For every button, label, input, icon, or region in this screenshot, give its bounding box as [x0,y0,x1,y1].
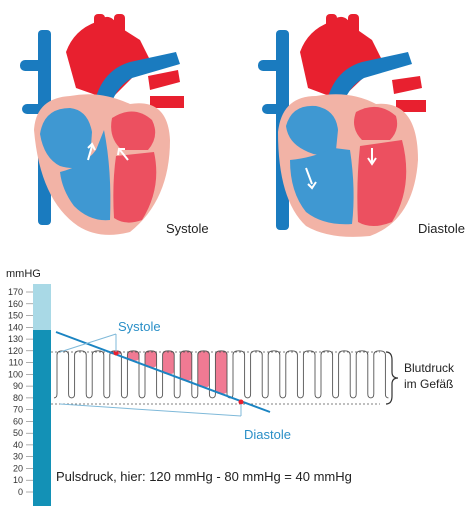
pulmonary-artery [92,52,180,122]
tick-label: 100 [8,369,23,379]
pressure-above-trend-fill [145,350,157,368]
left-ventricle [113,152,157,223]
range-bracket [385,351,399,405]
systole-callout-label: Systole [118,319,161,334]
pressure-wave-loop [177,350,195,399]
right-atrium [286,105,338,155]
tick-label: 170 [8,287,23,297]
systole-callout-line [59,333,117,353]
tick-label: 20 [13,464,23,474]
tick-label: 90 [13,381,23,391]
tick-label: 150 [8,311,23,321]
vein-branch [262,104,284,114]
arrowhead-icon [307,181,317,190]
aorta-branch [348,14,359,46]
tick-label: 70 [13,405,23,415]
pressure-wave-loop [300,350,319,399]
arrowhead-icon [367,157,377,166]
pulmonary-vein [392,76,422,94]
pressure-above-trend-fill [127,350,139,361]
diastole-heart-label: Diastole [418,221,465,236]
pressure-wave-loop [317,350,336,399]
tick-label: 160 [8,299,23,309]
tick-label: 130 [8,334,23,344]
tick-label: 120 [8,346,23,356]
diastole-callout-line [59,403,242,417]
heart-systole [20,14,184,235]
pressure-wave-loop [89,350,107,399]
heart-diastole [258,14,426,237]
systole-point [113,350,119,356]
systole-heart-label: Systole [166,221,209,236]
right-ventricle [290,148,354,225]
pressure-wave-loop [282,350,301,399]
flow-arrow-icon [87,145,93,161]
bracket-label-line1: Blutdruck [404,361,455,375]
gauge-ticks: 1701601501401301201101009080706050403020… [8,287,33,497]
tick-label: 80 [13,393,23,403]
right-atrium [40,108,92,168]
tick-label: 50 [13,428,23,438]
pressure-wave-loop [353,350,371,399]
pulmonary-vein [396,100,426,112]
pressure-wave-loop [370,350,389,399]
tick-label: 0 [18,487,23,497]
gauge-upper [33,284,51,330]
tick-label: 30 [13,452,23,462]
diastole-point [238,399,244,405]
tick-label: 40 [13,440,23,450]
tick-label: 10 [13,475,23,485]
left-atrium [111,111,156,150]
tick-label: 60 [13,416,23,426]
diastole-callout-label: Diastole [244,427,291,442]
pressure-above-trend-fill [215,350,227,394]
aorta-branch [94,14,105,46]
pressure-wave-loop [53,350,72,399]
tick-label: 140 [8,322,23,332]
aorta-branch [114,14,125,46]
arrowhead-icon [117,148,125,156]
unit-label: mmHG [6,268,41,280]
bracket-label-line2: im Gefäß [404,377,453,391]
right-ventricle [60,130,111,221]
vein-branch [258,60,288,71]
flow-arrow-icon [119,149,129,161]
pressure-wave-loop [106,350,125,399]
pressure-above-trend-fill [197,350,210,388]
pulmonary-vein [148,70,180,90]
pulse-pressure-formula: Pulsdruck, hier: 120 mmHg - 80 mmHg = 40… [56,469,352,484]
aorta-branch [326,14,337,46]
pressure-wave-loop [335,350,354,399]
pressure-wave-loop [229,350,248,399]
pulmonary-artery [324,52,412,122]
gauge-lower [33,330,51,506]
left-atrium [354,106,398,140]
tick-label: 110 [9,358,23,368]
pulmonary-vein [150,96,184,108]
pressure-above-trend-fill [162,350,175,374]
vein-branch [20,60,50,71]
arrowhead-icon [87,142,96,151]
pressure-above-trend-fill [180,350,192,381]
pressure-wave-loop [71,350,90,399]
pressure-wave-loop [265,350,283,399]
pressure-wave-loop [247,350,266,399]
pressure-waves [53,350,389,399]
flow-arrow-icon [305,167,313,185]
trend-line [55,331,271,413]
